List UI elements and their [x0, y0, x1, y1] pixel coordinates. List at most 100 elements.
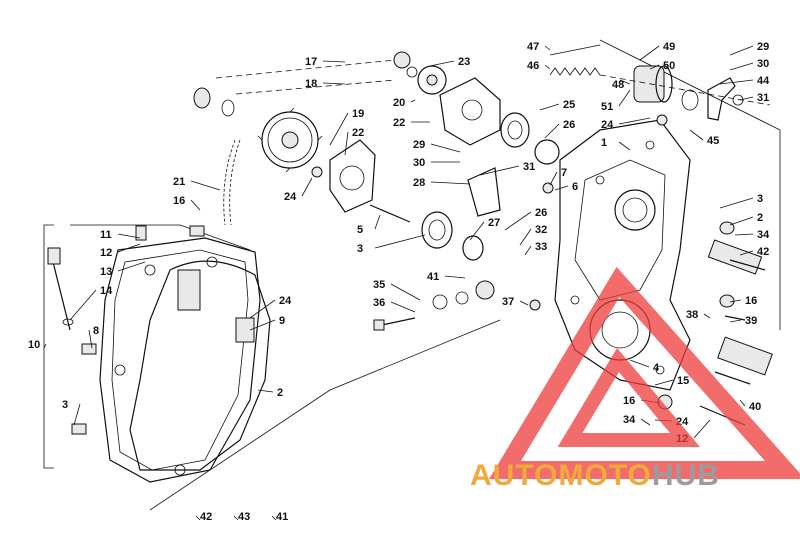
drive-sprocket — [257, 107, 323, 173]
callout-number: 14 — [100, 285, 113, 297]
callout-leader-line — [374, 234, 426, 249]
callout-number: 3 — [357, 243, 363, 255]
callout-leader-line — [729, 299, 742, 303]
callout-number: 21 — [173, 176, 185, 188]
tensioner-arm — [707, 77, 744, 121]
callout-labels: 1718234746495048293044312022192225265124… — [28, 41, 770, 523]
callout-number: 43 — [238, 511, 250, 523]
callout-22: 22 — [393, 117, 430, 129]
callout-leader-line — [519, 228, 532, 246]
callout-leader-line — [689, 129, 704, 141]
callout-leader-line — [271, 515, 277, 521]
callout-17: 17 — [305, 56, 346, 68]
callout-number: 45 — [707, 135, 719, 147]
callout-leader-line — [429, 60, 455, 67]
callout-number: 18 — [305, 78, 317, 90]
callout-leader-line — [639, 45, 660, 61]
callout-leader-line — [374, 214, 381, 230]
callout-number: 39 — [745, 315, 757, 327]
callout-number: 49 — [663, 41, 675, 53]
bracket-8 — [43, 224, 54, 469]
callout-leader-line — [729, 45, 754, 56]
callout-16: 16 — [173, 195, 201, 211]
callout-number: 40 — [749, 401, 761, 413]
watermark-auto: AUTO — [470, 459, 558, 492]
callout-30: 30 — [729, 58, 769, 71]
callout-leader-line — [734, 233, 754, 236]
dipstick — [47, 247, 74, 331]
callout-number: 48 — [612, 79, 624, 91]
callout-leader-line — [544, 64, 551, 70]
callout-leader-line — [117, 243, 141, 253]
callout-number: 1 — [601, 137, 607, 149]
callout-49: 49 — [639, 41, 675, 61]
callout-leader-line — [390, 301, 416, 313]
callout-leader-line — [249, 299, 276, 319]
bearing-plate — [439, 77, 501, 146]
callout-number: 24 — [279, 295, 292, 307]
callout-51: 51 — [601, 89, 631, 113]
callout-26: 26 — [504, 207, 547, 231]
callout-24: 24 — [284, 177, 313, 203]
callout-number: 30 — [757, 58, 769, 70]
callout-25: 25 — [539, 99, 575, 111]
callout-number: 7 — [561, 167, 567, 179]
callout-number: 13 — [100, 266, 112, 278]
callout-leader-line — [719, 197, 754, 209]
callout-number: 50 — [663, 60, 675, 72]
callout-30: 30 — [413, 157, 460, 169]
callout-leader-line — [233, 515, 239, 521]
callout-leader-line — [649, 64, 660, 70]
callout-3: 3 — [62, 399, 81, 426]
callout-2: 2 — [257, 387, 283, 399]
watermark-logo: AUTOMOTOHUB — [470, 266, 800, 492]
callout-number: 22 — [393, 117, 405, 129]
callout-50: 50 — [649, 60, 675, 72]
callout-41: 41 — [271, 511, 288, 523]
callout-leader-line — [640, 418, 651, 426]
callout-leader-line — [524, 245, 532, 256]
callout-38: 38 — [686, 309, 711, 321]
callout-number: 35 — [373, 279, 385, 291]
callout-leader-line — [43, 343, 47, 349]
upper-bearings — [500, 112, 560, 165]
callout-leader-line — [444, 275, 466, 279]
callout-number: 25 — [563, 99, 575, 111]
callout-number: 34 — [757, 229, 770, 241]
callout-1: 1 — [601, 137, 631, 151]
callout-leader-line — [195, 515, 201, 521]
callout-leader-line — [117, 233, 141, 239]
shaft-and-bearing — [311, 114, 673, 410]
callout-number: 30 — [413, 157, 425, 169]
callout-26: 26 — [544, 119, 575, 139]
callout-number: 16 — [173, 195, 185, 207]
callout-37: 37 — [502, 296, 529, 308]
callout-number: 23 — [458, 56, 470, 68]
callout-leader-line — [88, 329, 93, 349]
callout-leader-line — [549, 171, 558, 186]
callout-leader-line — [390, 283, 421, 301]
callout-11: 11 — [100, 229, 141, 241]
callout-number: 15 — [677, 375, 689, 387]
callout-18: 18 — [305, 78, 346, 90]
callout-9: 9 — [249, 315, 285, 331]
callout-leader-line — [519, 300, 529, 306]
callout-6: 6 — [554, 181, 578, 193]
callout-48: 48 — [612, 79, 631, 91]
callout-number: 24 — [601, 119, 614, 131]
callout-leader-line — [544, 123, 560, 139]
callout-number: 10 — [28, 339, 40, 351]
callout-leader-line — [618, 141, 631, 151]
callout-8: 8 — [88, 325, 99, 349]
callout-leader-line — [618, 117, 651, 125]
callout-number: 38 — [686, 309, 698, 321]
callout-leader-line — [410, 99, 416, 103]
callout-34: 34 — [734, 229, 770, 241]
callout-leader-line — [693, 419, 711, 439]
callout-leader-line — [479, 165, 520, 176]
drive-chain — [223, 139, 241, 226]
callout-31: 31 — [739, 92, 769, 104]
cover-gasket — [129, 260, 271, 471]
callout-31: 31 — [479, 161, 535, 176]
